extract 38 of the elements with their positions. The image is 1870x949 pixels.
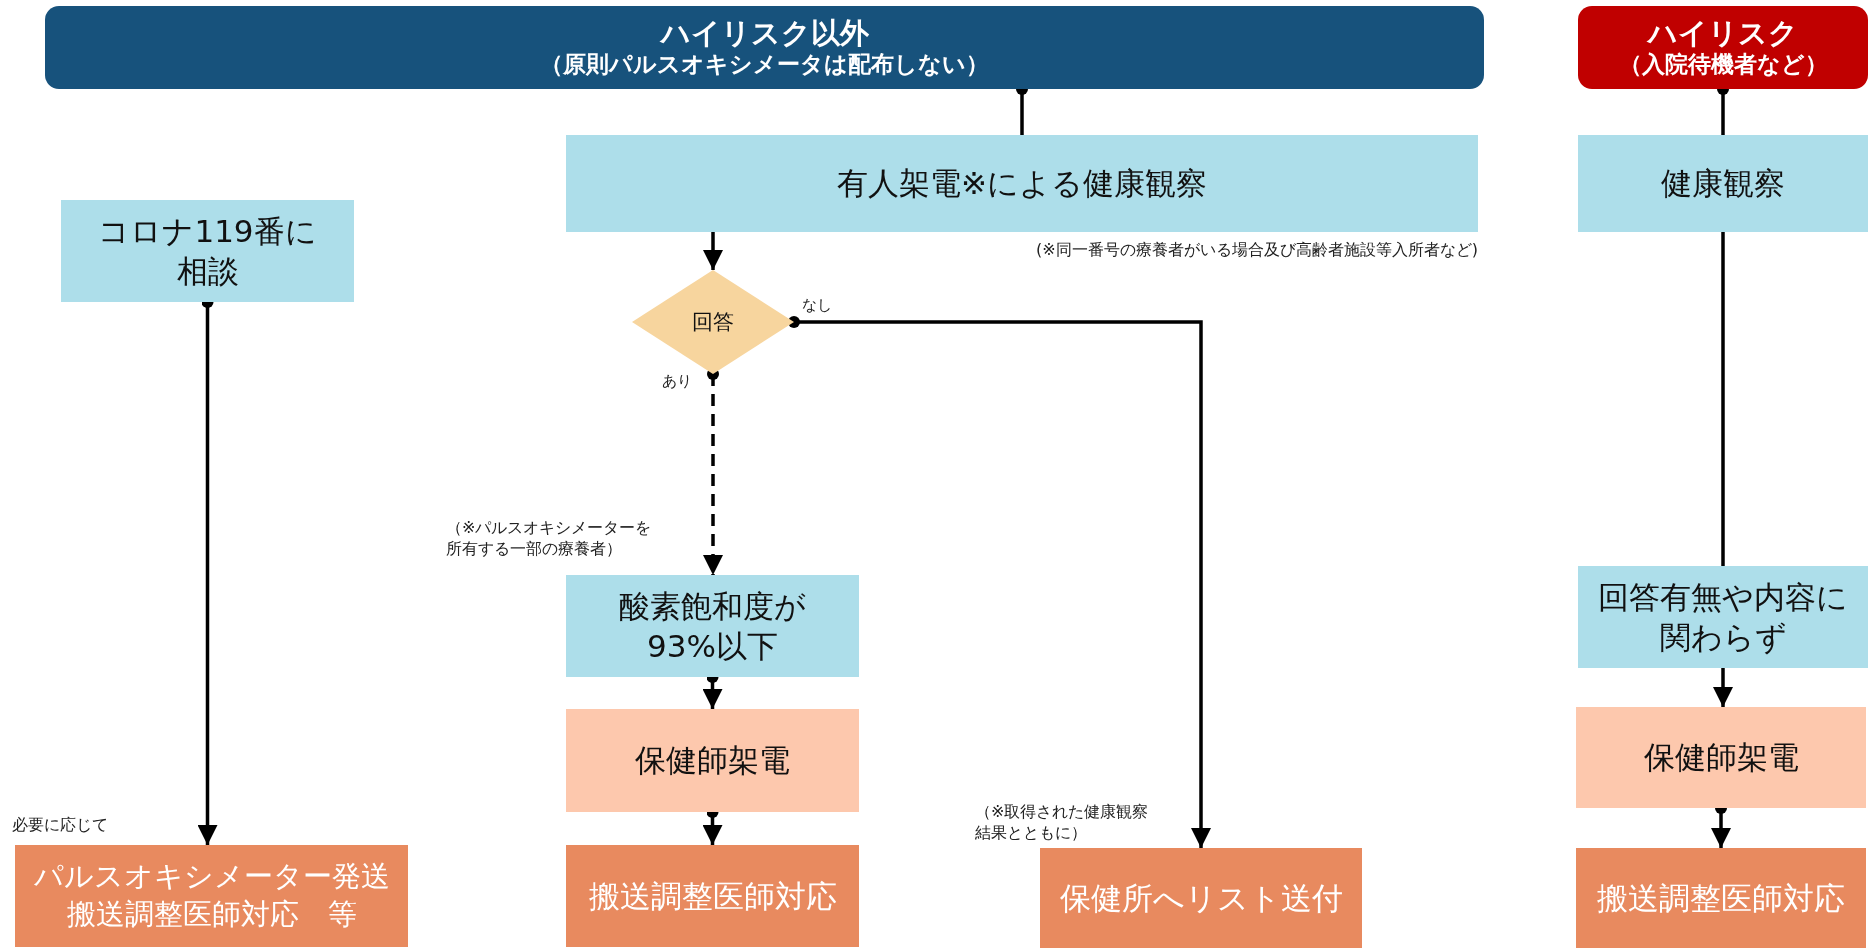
arrow [703,368,723,575]
header-subtitle: （入院待機者など） [1618,51,1828,79]
header-title: ハイリスク [1648,16,1798,52]
process-box [1578,135,1868,232]
connector-line [1721,232,1725,566]
box-text: パルスオキシメーター発送搬送調整医師対応 等 [32,858,391,933]
decision-label: 回答 [692,309,734,336]
arrow [788,316,1211,848]
process-box [61,200,354,302]
process-box [566,709,859,812]
process-box [1576,707,1866,808]
category-header [45,6,1484,89]
box-text: 健康観察 [1661,164,1785,204]
note-text: （※パルスオキシメーターを所有する一部の療養者） [446,518,653,560]
box-text: 保健師架電 [1643,738,1799,778]
action-box [566,845,859,947]
category-header [1578,6,1868,89]
process-box [566,135,1478,232]
process-box [566,575,859,677]
action-box [1576,848,1866,948]
note-text: 必要に応じて [12,815,109,836]
action-box [1040,848,1362,948]
box-text: 保健師架電 [635,741,790,781]
box-text: 搬送調整医師対応 [1597,878,1845,918]
box-text: 搬送調整医師対応 [588,876,837,916]
footnote-text: (※同一番号の療養者がいる場合及び高齢者施設等入所者など) [1036,240,1478,261]
box-text: 保健所へリスト送付 [1059,878,1343,918]
arrow [1713,668,1733,707]
box-text: 回答有無や内容に関わらず [1597,577,1849,657]
header-title: ハイリスク以外 [660,16,869,52]
arrow [703,232,723,270]
note-text: （※取得された健康観察結果とともに） [975,802,1150,844]
box-text: 酸素飽和度が93%以下 [618,586,807,666]
process-box [1578,566,1868,668]
box-text: コロナ119番に相談 [97,211,318,291]
action-box [15,845,408,947]
box-text: 有人架電※による健康観察 [837,164,1207,204]
header-subtitle: （原則パルスオキシメータは配布しない） [540,51,989,79]
